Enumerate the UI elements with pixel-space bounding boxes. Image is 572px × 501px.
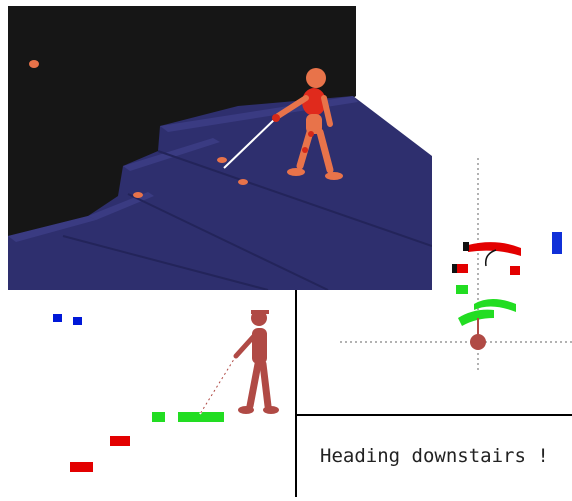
top-near-step-1: [456, 285, 468, 294]
stair-shadow-line-3: [157, 150, 433, 247]
side-figure-leg-back: [246, 360, 262, 410]
top-step-curve: [484, 249, 497, 267]
side-view-panel: [0, 290, 296, 497]
stair-shadow-line-2: [127, 193, 329, 291]
side-figure-torso: [252, 328, 267, 364]
top-near-arc-1: [474, 299, 516, 312]
figure-head: [306, 68, 326, 88]
side-figure-foot-front: [263, 406, 279, 414]
stair-step-edge-1: [8, 216, 96, 242]
stair-step-edge-3: [123, 138, 220, 171]
cane-stick: [223, 117, 277, 169]
top-origin-marker: [470, 334, 486, 350]
side-figure-leg-front: [259, 360, 272, 410]
3d-scene-canvas: [8, 6, 433, 291]
side-step-2: [110, 436, 130, 446]
side-cane-shadow: [199, 355, 237, 415]
stair-shadow-line-1: [62, 235, 269, 291]
top-step-edge-2: [452, 264, 457, 273]
figure-torso: [302, 88, 326, 116]
figure-joint-knee: [302, 147, 308, 153]
top-far-object: [552, 232, 562, 254]
floor-marker-2: [217, 157, 227, 163]
floor-marker-3: [238, 179, 248, 185]
figure-leg-right: [316, 128, 334, 174]
status-message: Heading downstairs !: [320, 445, 549, 467]
top-step-arc-1: [468, 242, 521, 256]
panel-divider-vertical: [295, 290, 297, 497]
top-step-edge-1: [463, 242, 469, 251]
figure-hand: [272, 114, 280, 122]
side-step-1: [70, 462, 93, 472]
floating-marker: [29, 60, 39, 68]
top-step-2: [456, 264, 468, 273]
figure-foot-left: [287, 168, 305, 176]
3d-scene-view: [8, 6, 433, 291]
top-view-panel: [296, 150, 572, 415]
figure-arm-left: [275, 95, 309, 119]
top-view-canvas: [340, 158, 572, 372]
walking-figure: [272, 68, 343, 180]
top-near-arc-2: [458, 309, 494, 326]
figure-foot-right: [325, 172, 343, 180]
side-step-current-1: [152, 412, 165, 422]
side-view-canvas: [53, 310, 279, 472]
side-step-current-2: [178, 412, 224, 422]
panel-divider-horizontal: [296, 414, 572, 416]
side-figure-cap: [251, 310, 269, 314]
status-message-panel: Heading downstairs !: [296, 415, 572, 497]
scene-wall-edge: [353, 6, 356, 98]
figure-arm-right: [321, 95, 333, 127]
side-marker-1: [53, 314, 62, 322]
side-figure-arm: [233, 333, 257, 359]
side-figure: [233, 310, 279, 414]
side-figure-foot-back: [238, 406, 254, 414]
floor-marker-1: [133, 192, 143, 198]
figure-joint-hip: [308, 131, 314, 137]
side-marker-2: [73, 317, 82, 325]
top-step-3: [510, 266, 520, 275]
